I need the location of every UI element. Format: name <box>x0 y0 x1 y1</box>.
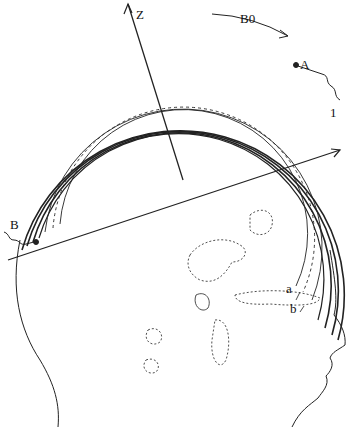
cavity <box>195 294 209 310</box>
point-label: A <box>300 58 309 71</box>
cavity <box>212 320 229 365</box>
cavity <box>188 240 245 282</box>
horizontal-axis <box>8 150 340 260</box>
wavy-lead <box>4 232 34 244</box>
field-label: B0 <box>240 12 255 25</box>
cavity <box>144 359 158 373</box>
part-letter: b <box>290 302 297 315</box>
head-outline <box>16 240 58 427</box>
sensor-dot <box>294 63 299 68</box>
skull-bone <box>53 107 315 292</box>
wavy-lead <box>298 66 340 100</box>
cavity <box>235 291 320 305</box>
part-letter: a <box>286 282 292 295</box>
helmet-arc <box>39 134 324 320</box>
axis-label: Z <box>136 8 144 21</box>
point-label: B <box>10 218 19 231</box>
sensor-dot <box>34 240 39 245</box>
skull-outer <box>45 109 322 300</box>
z-axis <box>128 4 183 180</box>
helmet-arc <box>22 131 344 340</box>
helmet-arc <box>33 133 331 328</box>
cavity <box>146 329 161 344</box>
axis-arrowhead <box>331 149 340 157</box>
axis-arrowhead <box>124 4 132 14</box>
leader-line <box>296 292 304 312</box>
skull-inner <box>60 110 308 286</box>
field-arrowhead <box>279 30 288 38</box>
callout-number: 1 <box>330 106 337 119</box>
cavity <box>250 210 272 234</box>
